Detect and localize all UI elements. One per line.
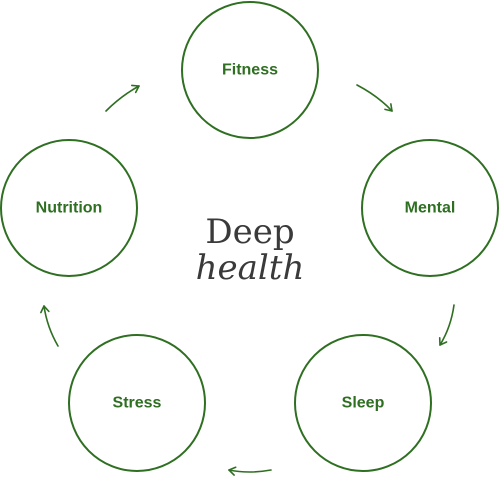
arrow-mental-to-sleep xyxy=(438,304,455,346)
node-label-stress: Stress xyxy=(113,395,162,412)
node-circle xyxy=(361,139,499,277)
node-circle xyxy=(0,139,138,277)
node-label-fitness: Fitness xyxy=(222,62,278,79)
node-circle xyxy=(181,1,319,139)
arrow-nutrition-to-fitness xyxy=(105,84,140,112)
node-stress: Stress xyxy=(68,334,206,472)
node-label-sleep: Sleep xyxy=(342,395,385,412)
node-nutrition: Nutrition xyxy=(0,139,138,277)
node-mental: Mental xyxy=(361,139,499,277)
arrow-stress-to-nutrition xyxy=(40,305,59,347)
node-circle xyxy=(68,334,206,472)
node-label-nutrition: Nutrition xyxy=(36,200,103,217)
center-title-line-2: health xyxy=(196,248,305,288)
arrow-fitness-to-mental xyxy=(356,84,393,112)
arrow-sleep-to-stress xyxy=(228,466,272,476)
center-title-line-1: Deep xyxy=(205,212,294,252)
node-circle xyxy=(294,334,432,472)
node-fitness: Fitness xyxy=(181,1,319,139)
node-label-mental: Mental xyxy=(405,200,456,217)
node-sleep: Sleep xyxy=(294,334,432,472)
